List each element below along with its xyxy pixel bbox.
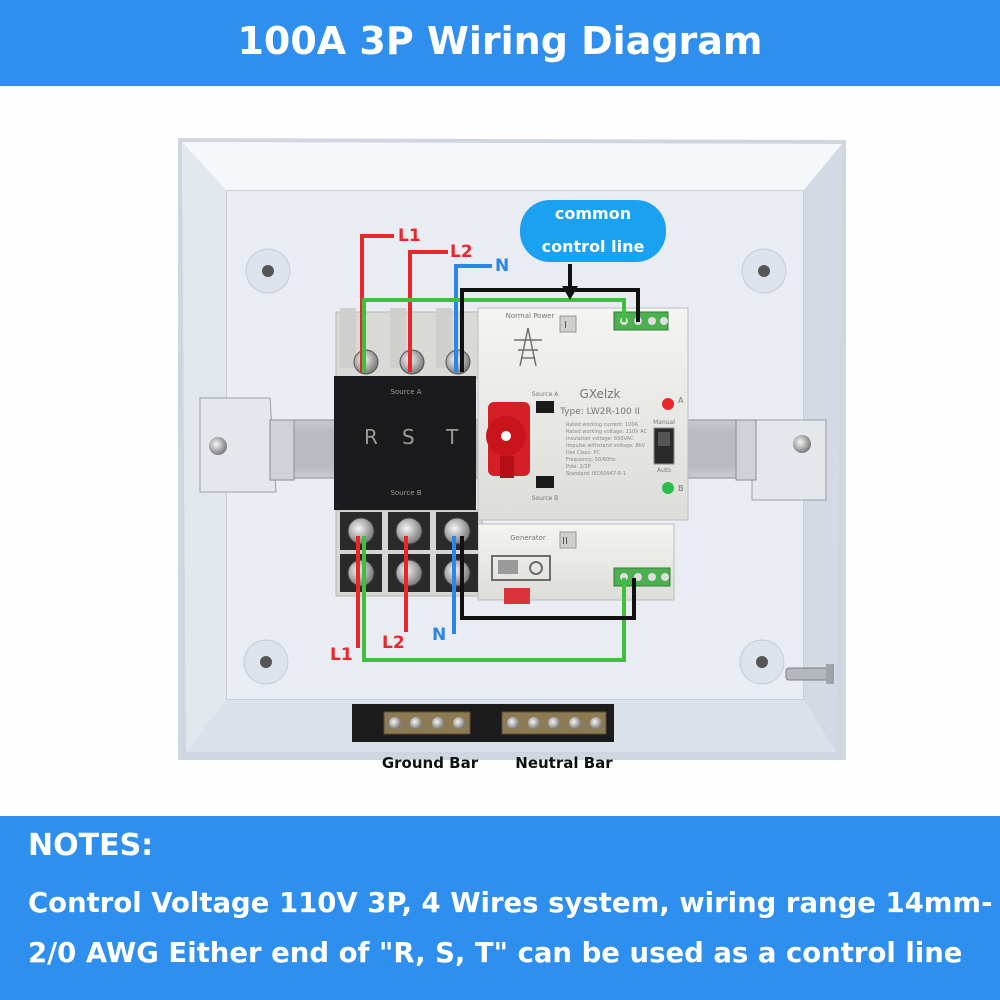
power-tower-icon xyxy=(514,327,542,367)
wire-control-black-bottom xyxy=(460,536,636,620)
svg-text:Use Class: PC: Use Class: PC xyxy=(566,450,600,456)
screw-icon xyxy=(793,435,811,453)
side-screw-icon xyxy=(785,664,834,684)
wire-control-green-top xyxy=(362,298,626,372)
wires xyxy=(356,234,640,662)
page-title: 100A 3P Wiring Diagram xyxy=(237,19,763,63)
mounting-hole-icon xyxy=(245,248,291,294)
source-a-cover: Source A xyxy=(390,388,421,396)
mounting-hole-icon xyxy=(243,639,289,685)
generator-label: Generator xyxy=(510,534,546,542)
notes-line-2: 2/0 AWG Either end of "R, S, T" can be u… xyxy=(28,937,963,969)
svg-text:Impulse withstand voltage: 8: Impulse withstand voltage: 8kV xyxy=(566,443,646,449)
callout-line1: common xyxy=(555,204,631,223)
label-n-top: N xyxy=(495,256,509,276)
bottom-lugs xyxy=(340,512,478,592)
indicator-window-a xyxy=(536,401,554,413)
arrow-down-icon xyxy=(562,286,578,300)
notes-body: Control Voltage 110V 3P, 4 Wires system,… xyxy=(28,878,993,978)
notes-line-1: Control Voltage 110V 3P, 4 Wires system,… xyxy=(28,887,993,919)
mounting-hole-icon xyxy=(741,248,787,294)
mounting-hole-icon xyxy=(739,639,785,685)
transfer-switch xyxy=(334,307,689,604)
phase-r: R xyxy=(364,425,378,449)
wiring-diagram: common control line L1 L2 N L1 L2 N R S … xyxy=(178,138,846,772)
label-l2-bottom: L2 xyxy=(382,633,405,653)
indicator-window-b xyxy=(536,476,554,488)
svg-text:Standard: IEC60947-6-1: Standard: IEC60947-6-1 xyxy=(566,471,626,477)
label-l2-top: L2 xyxy=(450,242,473,262)
mounting-bracket-right xyxy=(735,419,827,501)
notes-panel: NOTES: Control Voltage 110V 3P, 4 Wires … xyxy=(0,816,1000,1000)
generator-icon xyxy=(491,555,551,581)
led-b-icon xyxy=(662,482,674,494)
bus-bars xyxy=(352,704,614,742)
svg-text:Rated working current: 100A: Rated working current: 100A xyxy=(566,422,639,428)
mounting-holes xyxy=(243,248,787,685)
label-l1-bottom: L1 xyxy=(330,645,353,665)
spec-lines: Rated working current: 100A Rated workin… xyxy=(566,422,647,477)
numeral-two: II xyxy=(562,536,568,547)
wire-control-black-top xyxy=(460,288,640,372)
ground-bar xyxy=(383,711,471,735)
operating-handle-icon[interactable] xyxy=(486,402,530,478)
control-terminal-bottom xyxy=(613,567,671,587)
led-a-icon xyxy=(662,398,674,410)
mark-a: A xyxy=(678,396,684,405)
mark-b: B xyxy=(678,484,684,493)
common-control-line-callout xyxy=(520,200,666,300)
mounting-bracket-left xyxy=(199,397,295,493)
notes-title: NOTES: xyxy=(28,828,154,863)
manual-label: Manual xyxy=(653,419,675,426)
ground-bar-label: Ground Bar xyxy=(382,754,479,772)
source-a-label: Source A xyxy=(532,391,560,398)
type-label: Type: LW2R-100 II xyxy=(559,407,640,417)
svg-text:Frequency: 50/60Hz: Frequency: 50/60Hz xyxy=(566,457,616,463)
title-banner: 100A 3P Wiring Diagram xyxy=(0,0,1000,86)
neutral-bar-label: Neutral Bar xyxy=(515,754,613,772)
phase-t: T xyxy=(445,425,459,449)
screw-icon xyxy=(209,437,227,455)
label-l1-top: L1 xyxy=(398,226,421,246)
numeral-one: I xyxy=(564,320,567,331)
enclosure-photo: common control line L1 L2 N L1 L2 N R S … xyxy=(0,86,1000,816)
svg-text:Pole: 2/3P: Pole: 2/3P xyxy=(566,464,591,470)
source-b-label: Source B xyxy=(532,495,559,502)
source-b-cover: Source B xyxy=(390,489,421,497)
svg-text:Insulation voltage: 690VAC: Insulation voltage: 690VAC xyxy=(566,436,634,442)
phase-s: S xyxy=(402,425,415,449)
svg-text:Rated working voltage: 110V A: Rated working voltage: 110V AC xyxy=(566,429,647,435)
auto-label: Auto xyxy=(657,467,671,474)
wire-n-top xyxy=(454,264,492,372)
wire-l2-top xyxy=(408,250,448,372)
label-n-bottom: N xyxy=(432,625,446,645)
normal-power-label: Normal Power xyxy=(506,312,555,320)
brand-label: GXelzk xyxy=(580,387,621,401)
callout-line2: control line xyxy=(542,237,645,256)
